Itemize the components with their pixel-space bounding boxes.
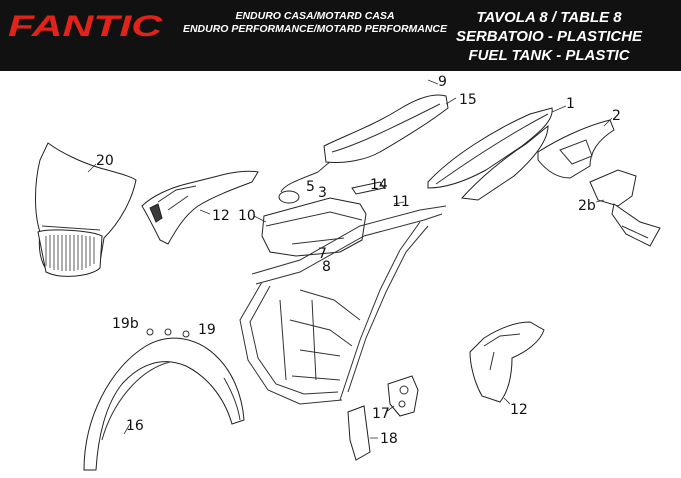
fantic-logo: FANTIC (8, 10, 164, 43)
leader-12a (199, 209, 211, 215)
callout-11: 11 (392, 194, 410, 210)
callout-10: 10 (238, 208, 256, 224)
bolt-19-part (146, 328, 190, 338)
callout-12b: 12 (510, 402, 528, 418)
callout-16: 16 (126, 418, 144, 434)
exploded-parts-diagram: 20 12 10 5 3 6 7 8 15 9 1 2 (35, 74, 661, 471)
table-number: TAVOLA 8 / TABLE 8 (476, 9, 622, 26)
callout-2: 2 (612, 108, 621, 124)
callout-1: 1 (566, 96, 575, 112)
frame-part (239, 205, 447, 405)
logo-text: FANTIC (8, 10, 164, 43)
callout-9: 9 (438, 74, 447, 90)
left-shroud-part (141, 170, 259, 245)
model-line-1: ENDURO CASA/MOTARD CASA (235, 10, 395, 22)
leader-16 (123, 423, 131, 435)
leader-17 (385, 405, 395, 413)
callout-3: 3 (318, 185, 327, 201)
table-title: TAVOLA 8 / TABLE 8 SERBATOIO - PLASTICHE… (439, 8, 659, 65)
leader-20 (87, 163, 97, 173)
model-line-2: ENDURO PERFORMANCE/MOTARD PERFORMANCE (182, 23, 448, 35)
table-title-it: SERBATOIO - PLASTICHE (455, 28, 643, 45)
leader-12b (503, 397, 511, 405)
callout-5: 5 (306, 179, 315, 195)
callout-19: 19 (198, 322, 216, 338)
plate-17-part (387, 375, 419, 417)
callout-12a: 12 (212, 208, 230, 224)
header-bar: FANTIC ENDURO CASA/MOTARD CASA ENDURO PE… (0, 0, 681, 71)
license-holder-part (589, 169, 661, 247)
model-list: ENDURO CASA/MOTARD CASA ENDURO PERFORMAN… (170, 10, 460, 36)
callout-7: 7 (318, 246, 327, 262)
callout-20: 20 (96, 153, 114, 169)
front-fender-part (83, 337, 245, 471)
leader-2b (595, 199, 605, 203)
callout-15: 15 (459, 92, 477, 108)
rear-fender-part (537, 119, 615, 179)
callout-19b: 19b (112, 316, 139, 332)
leader-9 (427, 79, 439, 85)
seat-part (323, 94, 449, 163)
leader-2 (603, 117, 613, 127)
table-title-en: FUEL TANK - PLASTIC (468, 47, 630, 64)
leader-15 (445, 97, 457, 105)
side-panel-part (427, 107, 553, 201)
headlight-mask-part (35, 142, 137, 277)
bracket-14-part (351, 181, 385, 195)
callout-8: 8 (322, 259, 331, 275)
callout-14: 14 (370, 177, 388, 193)
right-shroud-part (469, 321, 545, 403)
fuel-tank-part (261, 159, 367, 257)
leader-1 (551, 105, 567, 113)
leader-10 (253, 215, 267, 223)
callout-2b: 2b (578, 198, 596, 214)
callout-17: 17 (372, 406, 390, 422)
guard-18-part (347, 405, 371, 461)
callout-18: 18 (380, 431, 398, 447)
leader-11 (393, 201, 405, 205)
